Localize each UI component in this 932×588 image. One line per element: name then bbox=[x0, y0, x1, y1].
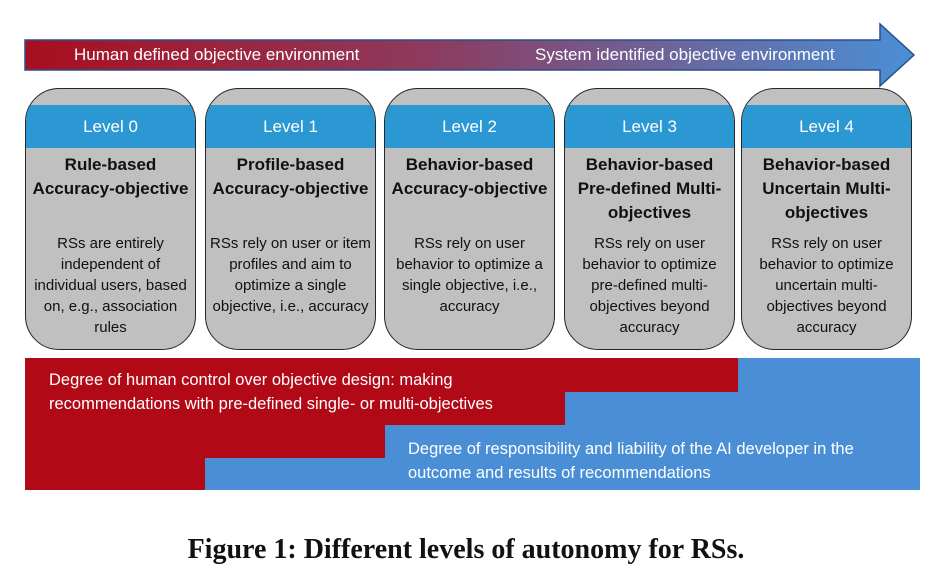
developer-responsibility-text: Degree of responsibility and liability o… bbox=[408, 440, 854, 482]
control-responsibility-staircase bbox=[25, 358, 920, 490]
figure-caption: Figure 1: Different levels of autonomy f… bbox=[187, 534, 745, 565]
level-2-title: Behavior-based Accuracy-objective bbox=[391, 155, 548, 198]
level-1-title: Profile-based Accuracy-objective bbox=[212, 155, 369, 198]
level-2-description: RSs rely on user behavior to optimize a … bbox=[396, 235, 543, 315]
level-1-header: Level 1 bbox=[206, 105, 375, 148]
level-4-description: RSs rely on user behavior to optimize un… bbox=[759, 235, 894, 336]
human-control-text: Degree of human control over objective d… bbox=[49, 371, 493, 413]
level-2-box: Level 2 Behavior-based Accuracy-objectiv… bbox=[384, 88, 555, 350]
level-4-title: Behavior-based Uncertain Multi-objective… bbox=[762, 155, 891, 222]
human-control-shape bbox=[25, 358, 738, 490]
level-0-title: Rule-based Accuracy-objective bbox=[32, 155, 189, 198]
level-0-header: Level 0 bbox=[26, 105, 195, 148]
level-2-header: Level 2 bbox=[385, 105, 554, 148]
objective-environment-arrow bbox=[24, 22, 916, 88]
level-3-description: RSs rely on user behavior to optimize pr… bbox=[582, 235, 717, 336]
level-4-box: Level 4 Behavior-based Uncertain Multi-o… bbox=[741, 88, 912, 350]
level-0-description: RSs are entirely independent of individu… bbox=[34, 235, 187, 336]
system-identified-label: System identified objective environment bbox=[535, 45, 835, 64]
level-4-header: Level 4 bbox=[742, 105, 911, 148]
level-3-header: Level 3 bbox=[565, 105, 734, 148]
arrow-shape bbox=[24, 22, 916, 88]
human-defined-label: Human defined objective environment bbox=[74, 45, 360, 64]
level-1-description: RSs rely on user or item profiles and ai… bbox=[210, 235, 371, 315]
level-3-title: Behavior-based Pre-defined Multi-objecti… bbox=[577, 155, 722, 222]
level-0-box: Level 0 Rule-based Accuracy-objective RS… bbox=[25, 88, 196, 350]
level-3-box: Level 3 Behavior-based Pre-defined Multi… bbox=[564, 88, 735, 350]
level-1-box: Level 1 Profile-based Accuracy-objective… bbox=[205, 88, 376, 350]
developer-responsibility-shape bbox=[205, 358, 920, 490]
